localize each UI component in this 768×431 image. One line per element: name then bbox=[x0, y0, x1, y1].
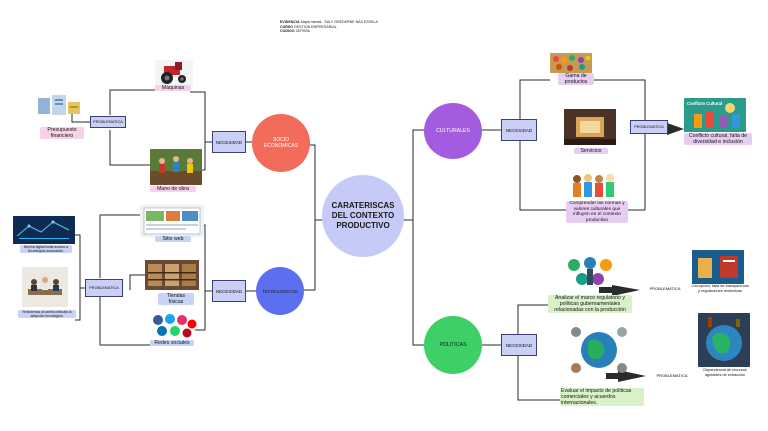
social-image bbox=[150, 312, 198, 338]
corruption-image bbox=[692, 250, 744, 284]
globe-trade-icon bbox=[571, 327, 627, 373]
label-corrupcion: Corrupción, falta de transparencia y reg… bbox=[691, 284, 749, 293]
node-politicas[interactable]: POLITICAS bbox=[424, 316, 482, 374]
label-presupuesto: Presupuesto financiero bbox=[40, 127, 84, 139]
problematica-box-cultural[interactable]: PROBLEMATICA bbox=[630, 120, 668, 134]
people-image bbox=[570, 170, 620, 200]
resistance-image bbox=[22, 267, 68, 307]
necesidad-box-politicas[interactable]: NECESIDAD bbox=[501, 334, 537, 356]
center-node[interactable]: CARATERISCAS DEL CONTEXTO PRODUCTIVO bbox=[322, 175, 404, 257]
finance-image bbox=[36, 92, 84, 120]
services-icon bbox=[564, 109, 616, 145]
store-icon bbox=[145, 260, 199, 290]
necesidad-box-socio[interactable]: NECESIDAD bbox=[212, 131, 246, 153]
node-tecnologicos[interactable]: TECNOLOGICOS bbox=[256, 267, 304, 315]
problematica-box-tech[interactable]: PROBLEMATICA bbox=[85, 279, 123, 297]
label-servicios: Servicios bbox=[574, 148, 608, 154]
digital-gap-image bbox=[13, 216, 75, 244]
corruption-icon bbox=[692, 250, 744, 284]
label-redes: Redes sociales bbox=[150, 340, 194, 346]
label-conflicto: Conflicto cultural, falta de diversidad … bbox=[684, 133, 752, 145]
label-tiendas: Tiendas físicas bbox=[158, 293, 194, 305]
label-maquinas: Máquinas bbox=[155, 85, 191, 91]
necesidad-box-cultural[interactable]: NECESIDAD bbox=[501, 119, 537, 141]
problematica-label-politicas-1: PROBLEMATICA bbox=[649, 286, 681, 291]
label-tech-problem-2: Resistencia al cambio dificulta la adopc… bbox=[18, 310, 76, 318]
tractor-icon bbox=[161, 62, 186, 84]
label-evaluar: Evaluar el impacto de políticas comercia… bbox=[560, 388, 644, 406]
workers-image bbox=[150, 149, 202, 185]
header-line-evidencia: EVIDENCIA Mapa mental : SALY GREDERNE NA… bbox=[280, 20, 378, 24]
website-icon bbox=[143, 207, 201, 235]
label-gama: Gama de productos bbox=[558, 73, 594, 85]
problematica-box-socio[interactable]: PROBLEMATICA bbox=[90, 116, 126, 128]
regulation-icon bbox=[568, 257, 612, 285]
conflict-icon bbox=[684, 98, 746, 132]
header-info: EVIDENCIA Mapa mental : SALY GREDERNE NA… bbox=[280, 20, 378, 34]
earth-resources-icon bbox=[698, 313, 750, 367]
cultural-image-title: Conflicto Cultural bbox=[687, 101, 723, 106]
trade-image bbox=[568, 324, 630, 376]
problematica-label-politicas-2: PROBLEMATICA bbox=[656, 373, 688, 378]
diverse-people-icon bbox=[573, 174, 614, 197]
node-socio-economicas[interactable]: SOCIO ECONOMICAS bbox=[252, 114, 310, 172]
website-image bbox=[140, 205, 204, 237]
regulation-image bbox=[564, 255, 616, 293]
node-culturales[interactable]: CULTURALES bbox=[424, 103, 482, 159]
team-meeting-icon bbox=[22, 267, 68, 307]
services-image bbox=[564, 109, 616, 145]
cultural-conflict-image: Conflicto Cultural bbox=[684, 98, 746, 132]
workers-icon bbox=[150, 149, 202, 185]
products-image bbox=[550, 53, 592, 73]
resources-image bbox=[698, 313, 750, 367]
label-tech-problem-1: Brecha digital limita acceso a tecnologí… bbox=[20, 245, 72, 253]
header-line-curso: CURSO GESTION EMPRESARIAL bbox=[280, 24, 337, 29]
label-mano-obra: Mano de obra bbox=[150, 186, 196, 192]
finance-icon bbox=[38, 95, 80, 115]
necesidad-box-tech[interactable]: NECESIDAD bbox=[212, 280, 246, 302]
label-sitio-web: Sitio web bbox=[155, 236, 191, 242]
digital-network-icon bbox=[13, 216, 75, 244]
tractor-image bbox=[155, 60, 193, 86]
label-normas: Comprender las normas y valores cultural… bbox=[566, 201, 628, 224]
label-analizar: Analizar el marco regulatorio y política… bbox=[548, 295, 632, 313]
social-media-icon bbox=[153, 314, 197, 338]
products-icon bbox=[550, 53, 592, 73]
label-dependencia: Dependencia de recursos agotables de ext… bbox=[703, 368, 747, 377]
stores-image bbox=[145, 260, 199, 290]
header-line-codigo: CODIGO 2879935 bbox=[280, 29, 310, 34]
